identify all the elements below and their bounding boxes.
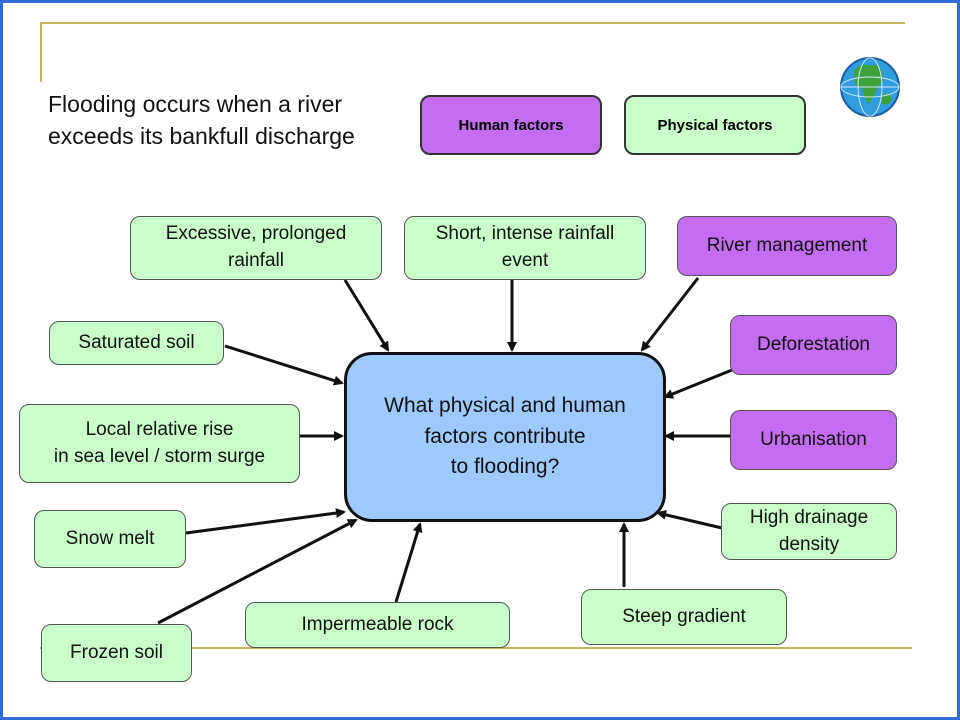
factor-steep-gradient: Steep gradient — [581, 589, 787, 645]
arrow-river-management — [640, 277, 700, 352]
arrow-high-drainage — [656, 509, 723, 530]
arrow-frozen-soil — [157, 518, 358, 625]
factor-urbanisation: Urbanisation — [730, 410, 897, 470]
factor-sea-level-rise: Local relative rise in sea level / storm… — [19, 404, 300, 483]
factor-saturated-soil: Saturated soil — [49, 321, 224, 365]
factor-deforestation: Deforestation — [730, 315, 897, 375]
legend-physical-factors: Physical factors — [624, 95, 806, 155]
arrow-impermeable-rock — [394, 522, 423, 603]
arrow-deforestation — [663, 368, 733, 399]
factor-high-drainage-density: High drainage density — [721, 503, 897, 560]
factor-intense-rainfall: Short, intense rainfall event — [404, 216, 646, 280]
top-decor-line — [40, 22, 905, 24]
central-question: What physical and human factors contribu… — [344, 352, 666, 522]
bottom-decor-line — [40, 647, 912, 649]
factor-prolonged-rainfall: Excessive, prolonged rainfall — [130, 216, 382, 280]
factor-impermeable-rock: Impermeable rock — [245, 602, 510, 648]
globe-icon — [840, 57, 900, 117]
left-decor-line — [40, 22, 42, 82]
factor-snow-melt: Snow melt — [34, 510, 186, 568]
intro-text: Flooding occurs when a river exceeds its… — [48, 91, 355, 150]
arrow-snow-melt — [185, 508, 346, 535]
arrow-saturated-soil — [224, 344, 344, 386]
legend-human-factors: Human factors — [420, 95, 602, 155]
factor-frozen-soil: Frozen soil — [41, 624, 192, 682]
factor-river-management: River management — [677, 216, 897, 276]
arrow-prolonged-rainfall — [343, 279, 390, 352]
